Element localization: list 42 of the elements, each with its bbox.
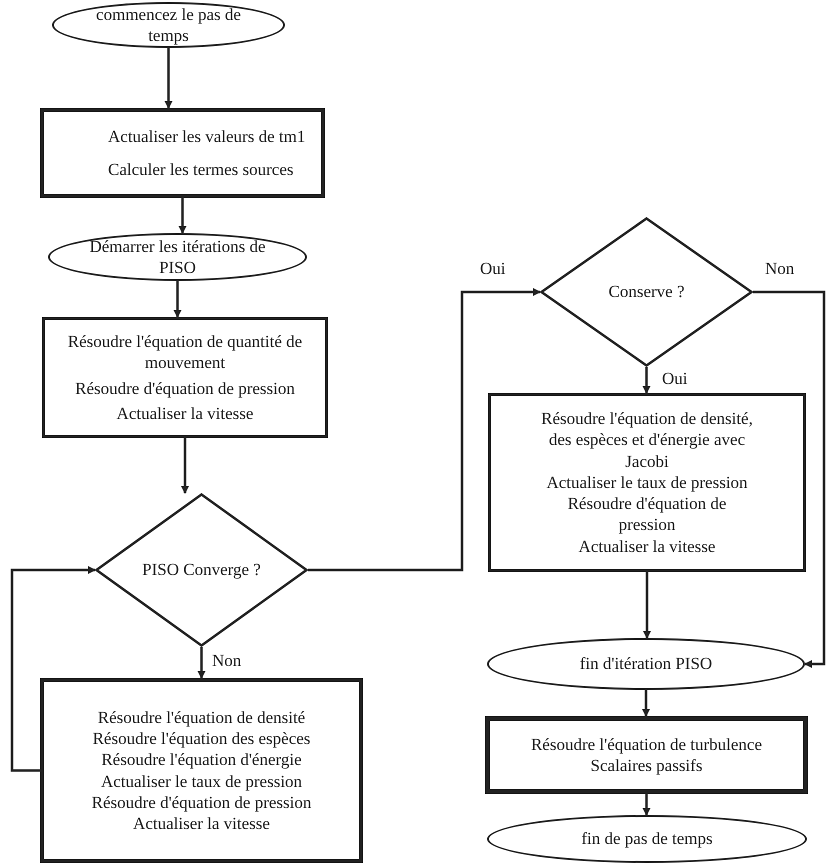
decision-diamond	[540, 217, 753, 367]
arrow	[10, 566, 96, 772]
arrow	[198, 647, 206, 679]
arrow	[642, 367, 650, 394]
node-text: Résoudre l'équation de densité, des espèces et d'énergie avec Jacobi	[540, 408, 754, 472]
node-text: Actualiser la vitesse	[133, 813, 270, 834]
node-text: Actualiser le taux de pression	[546, 472, 748, 494]
node-text: Résoudre l'équation de quantité de mouvement	[66, 331, 304, 374]
node-text: Résoudre l'équation d'énergie	[101, 749, 302, 770]
arrow	[178, 198, 186, 234]
node-text: Résoudre d'équation de pression	[92, 792, 312, 813]
node-text: Démarrer les itérations de PISO	[88, 236, 267, 278]
decision-diamond	[95, 493, 308, 647]
node-text: Actualiser les valeurs de tm1	[108, 126, 306, 147]
process-box	[42, 317, 328, 438]
node-text: Conserve ?	[608, 281, 684, 303]
node-text: Actualiser la vitesse	[578, 536, 716, 557]
arrow	[164, 48, 172, 109]
node-text: Résoudre l'équation des espèces	[92, 728, 310, 750]
arrow	[181, 438, 189, 494]
node-text: Actualiser la vitesse	[116, 402, 254, 424]
arrow	[643, 572, 651, 639]
node-text: Résoudre l'équation de densité	[98, 706, 306, 728]
arrow	[642, 794, 650, 816]
node-text: Scalaires passifs	[590, 755, 702, 776]
arrow	[174, 281, 182, 318]
node-text: Résoudre d'équation de pression	[75, 378, 295, 399]
process-box	[40, 108, 325, 198]
arrow	[308, 288, 541, 572]
node-text: Résoudre l'équation de turbulence	[530, 734, 762, 755]
node-text: Calculer les termes sources	[108, 159, 294, 180]
node-text: commencez le pas de temps	[95, 4, 242, 46]
node-text: fin de pas de temps	[581, 828, 713, 850]
node-text: Résoudre d'équation de pression	[566, 493, 728, 536]
process-box	[485, 716, 808, 794]
node-text: PISO Converge ?	[142, 559, 261, 581]
process-box	[488, 393, 806, 572]
node-text: fin d'itération PISO	[580, 653, 712, 675]
arrow	[753, 290, 826, 668]
arrow	[642, 690, 650, 717]
node-text: Actualiser le taux de pression	[100, 770, 302, 792]
process-box	[40, 678, 363, 863]
